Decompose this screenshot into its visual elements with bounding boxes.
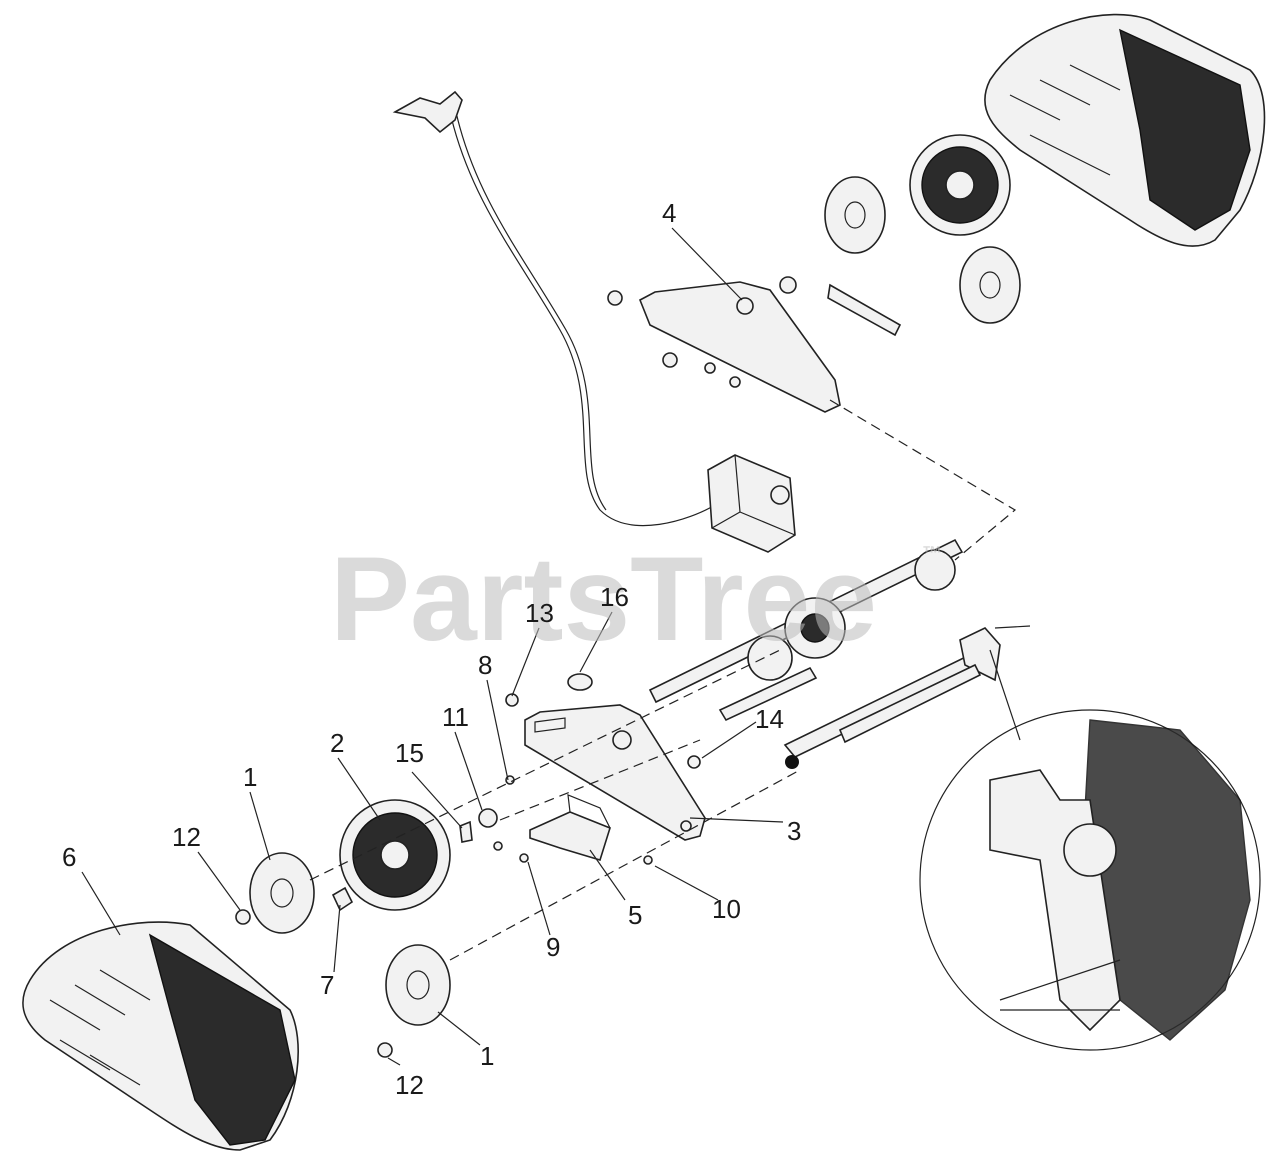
rubber-track-icon (984, 13, 1266, 247)
callout-12-bottom: 12 (395, 1070, 424, 1100)
mounting-plate-icon (524, 704, 706, 841)
bogie-wheel-icon (249, 852, 315, 934)
callout-7: 7 (320, 970, 334, 1000)
drive-sprocket-icon (339, 799, 451, 911)
control-cable-icon (392, 90, 716, 527)
watermark-trademark: ™ (922, 543, 942, 565)
hardware-icon (235, 673, 701, 1058)
watermark-text: PartsTree (330, 532, 877, 666)
callout-14: 14 (755, 704, 784, 734)
callout-16: 16 (600, 582, 629, 612)
gearbox-icon (707, 454, 796, 553)
leader-lines (81, 227, 784, 1066)
callout-1-top: 1 (243, 762, 257, 792)
drive-axle-icon (648, 538, 1031, 769)
callout-6: 6 (62, 842, 76, 872)
drive-sprocket-icon (909, 134, 1011, 236)
callout-13: 13 (525, 598, 554, 628)
callout-9: 9 (546, 932, 560, 962)
bogie-wheel-icon (824, 176, 886, 254)
mounting-plate-icon (607, 276, 902, 413)
callout-10: 10 (712, 894, 741, 924)
callout-15: 15 (395, 738, 424, 768)
callout-11: 11 (442, 702, 469, 732)
callout-3: 3 (787, 816, 801, 846)
callout-8: 8 (478, 650, 492, 680)
callout-2: 2 (330, 728, 344, 758)
callout-4: 4 (662, 198, 676, 228)
axle-end-dot (785, 755, 799, 769)
callout-12-top: 12 (172, 822, 201, 852)
rubber-track-icon (22, 921, 299, 1151)
bogie-wheel-icon (959, 246, 1021, 324)
callout-5: 5 (628, 900, 642, 930)
callout-1-bottom: 1 (480, 1041, 494, 1071)
alignment-lines (309, 399, 1017, 961)
mounting-plate-icon (529, 794, 611, 861)
bogie-wheel-icon (385, 944, 451, 1026)
detail-view-icon (919, 649, 1261, 1051)
